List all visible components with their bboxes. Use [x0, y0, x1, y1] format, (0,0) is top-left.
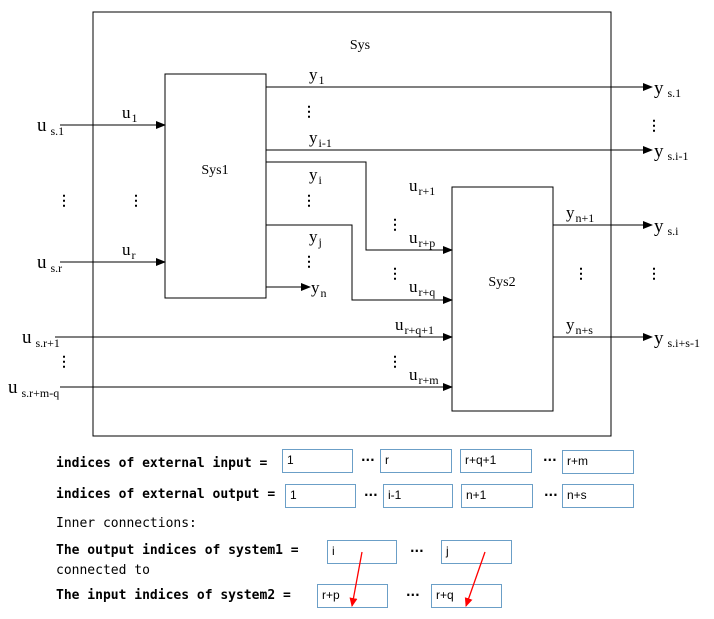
label-yj: yj [309, 227, 322, 249]
ellipsis: ··· [361, 453, 375, 467]
ellipsis: ··· [364, 488, 378, 502]
vdots-sys2-in-top: ⋮ [388, 218, 402, 233]
vdots-sys2-in-mid: ⋮ [388, 267, 402, 282]
vdots-yi-yj: ⋮ [302, 194, 316, 209]
ellipsis: ··· [406, 588, 420, 602]
ext-output-field-1[interactable]: 1 [285, 484, 356, 508]
vdots-sys2-out: ⋮ [574, 267, 588, 282]
sys2-title: Sys2 [488, 275, 515, 290]
ext-input-label: indices of external input = [56, 456, 268, 471]
label-yi1: yi-1 [309, 128, 332, 150]
vdots-yj-yn: ⋮ [302, 255, 316, 270]
sys1-box [164, 73, 267, 299]
connected-to-label: connected to [56, 563, 150, 578]
vdots-y1-yi1: ⋮ [302, 105, 316, 120]
vdots-ext-out-mid: ⋮ [647, 267, 661, 282]
sys2-input-field-1[interactable]: r+p [317, 584, 388, 608]
outer-system-box [92, 11, 612, 437]
outer-system-title: Sys [350, 38, 370, 53]
label-urq1: ur+q+1 [395, 315, 434, 337]
sys2-input-label: The input indices of system2 = [56, 588, 291, 603]
vdots-sys1-input: ⋮ [129, 194, 143, 209]
vdots-sys2-in-bottom: ⋮ [388, 355, 402, 370]
vdots-ext-out-top: ⋮ [647, 119, 661, 134]
inner-connections-label: Inner connections: [56, 516, 197, 531]
sys2-box [451, 186, 554, 412]
label-yi: yi [309, 165, 323, 187]
label-ur: ur [122, 240, 136, 262]
label-yn: yn [311, 278, 327, 300]
ellipsis: ··· [544, 488, 558, 502]
ext-input-field-4[interactable]: r+m [562, 450, 634, 474]
sys1-output-field-1[interactable]: i [327, 540, 397, 564]
sys1-title: Sys1 [201, 163, 228, 178]
sys1-output-field-2[interactable]: j [441, 540, 512, 564]
vdots-ext-input-lower: ⋮ [57, 355, 71, 370]
label-urq: ur+q [409, 277, 435, 299]
label-y1: y1 [309, 65, 325, 87]
label-yn1: yn+1 [566, 203, 594, 225]
ext-input-field-3[interactable]: r+q+1 [460, 449, 532, 473]
ellipsis: ··· [543, 453, 557, 467]
ext-output-field-4[interactable]: n+s [562, 484, 634, 508]
label-urm: ur+m [409, 365, 439, 387]
ext-input-field-1[interactable]: 1 [282, 449, 353, 473]
sys1-output-label: The output indices of system1 = [56, 543, 299, 558]
wire-yi-urp [266, 161, 453, 254]
wire-yj-urq [266, 224, 453, 304]
ext-output-field-3[interactable]: n+1 [461, 484, 533, 508]
ext-output-label: indices of external output = [56, 487, 276, 502]
ext-input-field-2[interactable]: r [380, 449, 452, 473]
label-u1: u1 [122, 103, 138, 125]
label-ur1: ur+1 [409, 176, 435, 198]
label-yns: yn+s [566, 315, 593, 337]
sys2-input-field-2[interactable]: r+q [431, 584, 502, 608]
vdots-ext-input: ⋮ [57, 194, 71, 209]
ext-output-field-2[interactable]: i-1 [383, 484, 453, 508]
label-urp: ur+p [409, 228, 435, 250]
ellipsis: ··· [410, 544, 424, 558]
